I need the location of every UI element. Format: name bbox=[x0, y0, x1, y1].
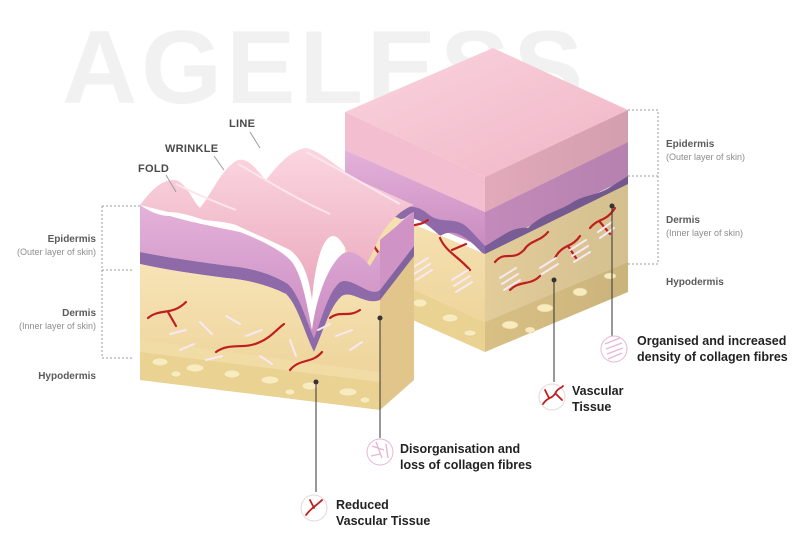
reduced-vascular-callout: Reduced Vascular Tissue bbox=[336, 497, 430, 529]
vascular-line2: Tissue bbox=[572, 400, 612, 414]
reduced-line2: Vascular Tissue bbox=[336, 514, 431, 528]
left-dermis-label: Dermis (Inner layer of skin) bbox=[19, 307, 96, 332]
left-layer-brackets bbox=[101, 205, 140, 359]
vascular-tissue-callout: Vascular Tissue bbox=[572, 383, 623, 415]
disorganisation-line2: loss of collagen fibres bbox=[400, 458, 532, 472]
aged-skin-surface bbox=[140, 148, 414, 300]
reduced-line1: Reduced bbox=[336, 498, 389, 512]
left-dermis-sub: (Inner layer of skin) bbox=[18, 321, 96, 331]
right-dermis-label: Dermis (Inner layer of skin) bbox=[666, 214, 743, 239]
aged-side-face bbox=[380, 212, 414, 410]
right-epidermis-sub: (Outer layer of skin) bbox=[666, 152, 746, 162]
callout-dots bbox=[313, 203, 615, 385]
disorganised-collagen-icon bbox=[366, 438, 394, 466]
young-side-face bbox=[485, 110, 628, 352]
wrinkle-label: WRINKLE bbox=[165, 143, 219, 155]
line-label: LINE bbox=[229, 118, 256, 130]
fold-label: FOLD bbox=[138, 163, 170, 175]
organised-collagen-callout: Organised and increased density of colla… bbox=[637, 333, 788, 365]
young-skin-surface bbox=[345, 48, 628, 177]
right-epidermis-label: Epidermis (Outer layer of skin) bbox=[666, 138, 745, 163]
left-dermis-title: Dermis bbox=[62, 308, 96, 319]
aged-skin-block bbox=[140, 148, 414, 410]
aged-hypodermis-cells bbox=[151, 357, 371, 404]
organised-line2: density of collagen fibres bbox=[637, 350, 788, 364]
right-layer-brackets bbox=[628, 109, 659, 265]
reduced-vascular-icon bbox=[300, 494, 328, 522]
right-dermis-sub: (Inner layer of skin) bbox=[666, 228, 744, 238]
wrinkle-ridges bbox=[175, 151, 401, 215]
young-collagen-fibres bbox=[411, 221, 615, 293]
aged-front-face bbox=[140, 205, 414, 410]
left-epidermis-title: Epidermis bbox=[47, 234, 96, 245]
organised-collagen-icon bbox=[600, 335, 628, 363]
disorganisation-line1: Disorganisation and bbox=[400, 442, 521, 456]
wrinkle-pointer-lines bbox=[165, 131, 261, 193]
right-dermis-title: Dermis bbox=[666, 215, 700, 226]
callout-lines bbox=[315, 206, 613, 492]
aged-collagen-fibres bbox=[169, 315, 363, 365]
aged-vascular-tissue bbox=[146, 300, 362, 372]
vascular-tissue-icon bbox=[538, 383, 566, 411]
left-hypodermis-label: Hypodermis bbox=[38, 371, 96, 382]
vascular-line1: Vascular bbox=[572, 384, 624, 398]
disorganisation-callout: Disorganisation and loss of collagen fib… bbox=[400, 441, 532, 473]
right-hypodermis-label: Hypodermis bbox=[666, 277, 724, 288]
young-skin-block bbox=[345, 48, 628, 352]
left-epidermis-sub: (Outer layer of skin) bbox=[16, 247, 96, 257]
left-epidermis-label: Epidermis (Outer layer of skin) bbox=[17, 233, 96, 258]
organised-line1: Organised and increased bbox=[637, 334, 787, 348]
right-epidermis-title: Epidermis bbox=[666, 139, 715, 150]
